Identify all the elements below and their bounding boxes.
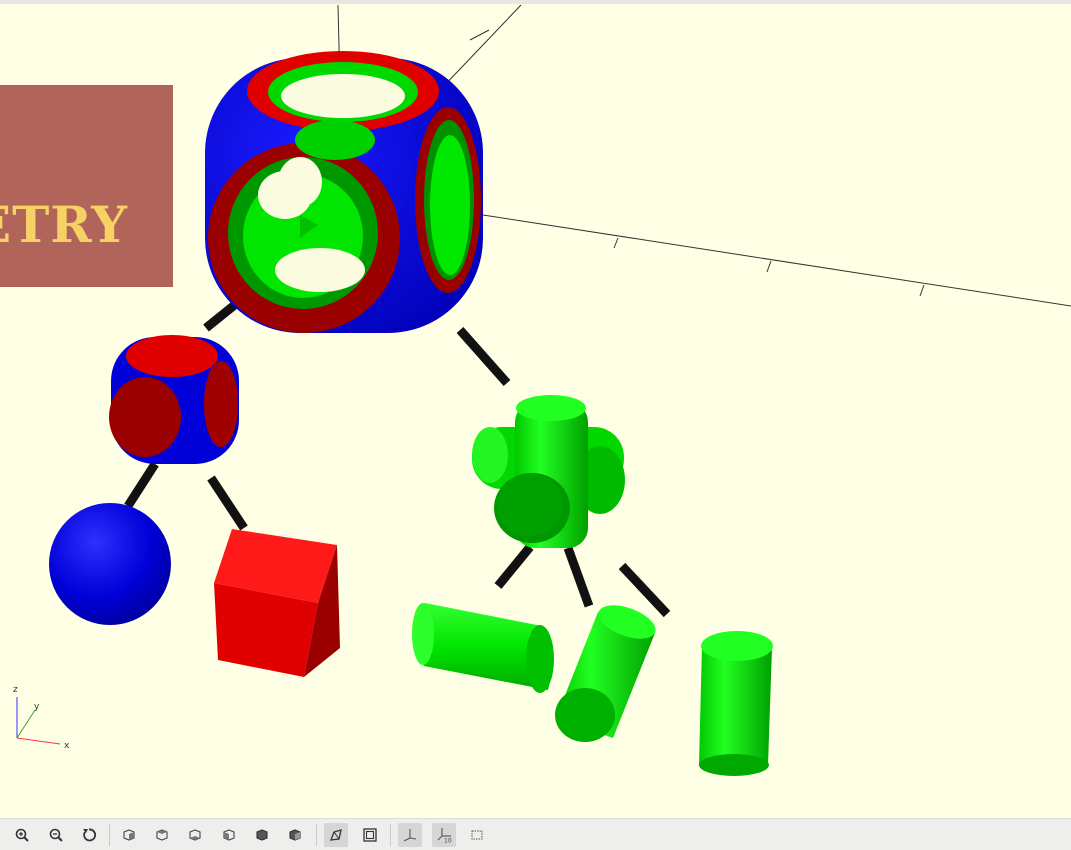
blue-sphere[interactable] xyxy=(49,503,171,625)
toolbar-separator xyxy=(316,824,317,846)
toolbar-separator xyxy=(390,824,391,846)
title-banner: ETRY xyxy=(0,85,173,287)
cylinder-x[interactable] xyxy=(412,603,554,693)
3d-viewport[interactable]: z y x xyxy=(0,4,1071,818)
axes-indicator xyxy=(16,697,61,745)
green-cross-union[interactable] xyxy=(472,395,625,548)
cylinder-y[interactable] xyxy=(555,599,660,742)
view-bottom-button[interactable] xyxy=(183,823,207,847)
orthogonal-button[interactable] xyxy=(358,823,382,847)
view-left-button[interactable] xyxy=(217,823,241,847)
axis-label-y: y xyxy=(34,702,40,712)
show-axes-button[interactable] xyxy=(398,823,422,847)
perspective-icon xyxy=(330,829,342,841)
reset-view-icon xyxy=(83,828,97,842)
zoom-in-button[interactable] xyxy=(10,823,34,847)
window-top-strip xyxy=(0,0,1071,4)
reset-view-button[interactable] xyxy=(77,823,101,847)
view-bottom-icon xyxy=(189,829,201,841)
scale-marker-text: 10 xyxy=(444,838,452,844)
perspective-button[interactable] xyxy=(324,823,348,847)
banner-title: ETRY xyxy=(0,195,128,254)
zoom-in-icon xyxy=(15,828,29,842)
toolbar-separator xyxy=(109,824,110,846)
axis-label-z: z xyxy=(13,685,18,695)
view-left-icon xyxy=(223,829,235,841)
big-difference-object[interactable] xyxy=(205,51,483,333)
view-top-icon xyxy=(156,829,168,841)
view-front-button[interactable] xyxy=(250,823,274,847)
show-scale-markers-button[interactable]: 10 xyxy=(432,823,456,847)
view-back-icon xyxy=(289,829,301,841)
view-right-icon xyxy=(123,829,135,841)
small-dice-object[interactable] xyxy=(109,335,239,464)
orthogonal-icon xyxy=(363,828,377,842)
show-edges-button[interactable] xyxy=(465,823,489,847)
axis-label-x: x xyxy=(64,741,70,751)
red-cube[interactable] xyxy=(214,529,340,677)
view-back-button[interactable] xyxy=(283,823,307,847)
view-right-button[interactable] xyxy=(117,823,141,847)
zoom-out-button[interactable] xyxy=(44,823,68,847)
zoom-out-icon xyxy=(49,828,63,842)
view-front-icon xyxy=(256,829,268,841)
view-top-button[interactable] xyxy=(150,823,174,847)
cylinder-z[interactable] xyxy=(699,631,773,776)
show-axes-icon xyxy=(403,829,417,842)
scale-markers-icon: 10 xyxy=(437,828,452,844)
edges-icon xyxy=(471,830,483,840)
view-toolbar: 10 xyxy=(0,818,1071,850)
tree-connectors xyxy=(124,291,671,618)
